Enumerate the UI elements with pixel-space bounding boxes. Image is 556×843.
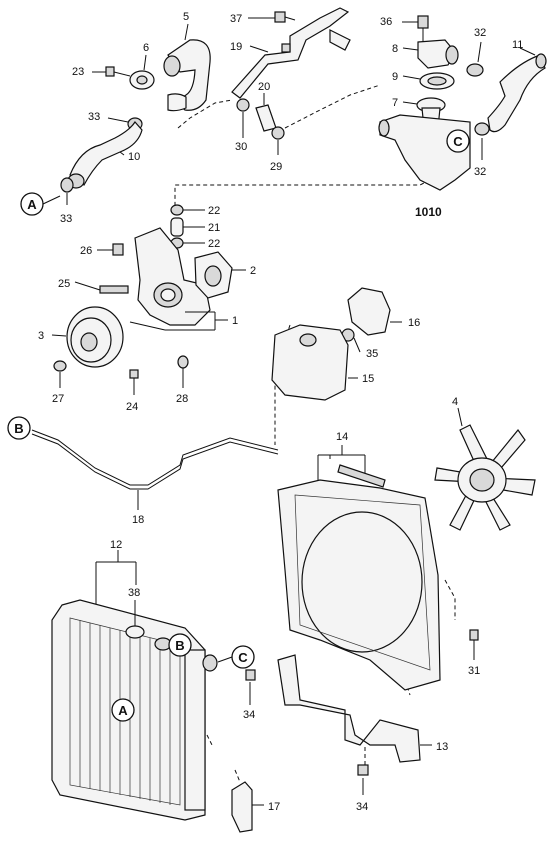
part-5-upper-radiator-hose (163, 23, 211, 112)
svg-text:A: A (27, 197, 37, 212)
callout-35: 35 (366, 348, 378, 360)
part-21-hose (170, 217, 205, 237)
part-18-overflow-hose (31, 429, 279, 510)
part-13-lower-guard (277, 654, 432, 763)
callout-2: 2 (250, 265, 256, 277)
callout-33a: 33 (88, 111, 100, 123)
callout-23: 23 (72, 66, 84, 78)
callout-34a: 34 (243, 709, 255, 721)
connector-b-bottom: B (168, 633, 192, 657)
callout-25: 25 (58, 278, 70, 290)
part-1-pointer (129, 311, 228, 331)
callout-28: 28 (176, 393, 188, 405)
svg-text:B: B (14, 421, 23, 436)
callout-18: 18 (132, 514, 144, 526)
part-9-gasket (402, 72, 455, 90)
callout-22a: 22 (208, 205, 220, 217)
fan-shroud (277, 479, 441, 691)
part-31-bolt (469, 629, 479, 660)
diagram-code-label: 1010 (415, 205, 442, 219)
callout-6: 6 (143, 42, 149, 54)
part-11-upper-hose (487, 47, 547, 133)
callout-8: 8 (392, 43, 398, 55)
part-19-bypass-pipe (231, 7, 351, 99)
callout-labels: 5 37 6 19 36 8 32 11 23 9 20 7 33 30 29 … (38, 11, 523, 813)
callout-5: 5 (183, 11, 189, 23)
part-22-clip-bottom (170, 237, 205, 249)
connector-a-bottom: A (111, 698, 135, 722)
svg-text:C: C (453, 134, 463, 149)
part-33-clamp-bottom (60, 177, 74, 205)
callout-10: 10 (128, 151, 140, 163)
callout-1: 1 (232, 315, 238, 327)
connector-a-top: A (20, 192, 61, 216)
callout-33b: 33 (60, 213, 72, 225)
connector-c-top: C (446, 129, 470, 153)
part-25-bolt (74, 281, 129, 294)
callout-9: 9 (392, 71, 398, 83)
part-32-clamp-bottom (474, 122, 490, 160)
part-8-thermostat-housing (402, 39, 459, 69)
callout-16: 16 (408, 317, 420, 329)
part-23-bolt (92, 66, 131, 77)
part-6-gasket (129, 54, 155, 90)
callout-15: 15 (362, 373, 374, 385)
part-20-hose-piece (255, 93, 277, 132)
callout-32b: 32 (474, 166, 486, 178)
callout-4: 4 (452, 396, 458, 408)
callout-32a: 32 (474, 27, 486, 39)
callout-12: 12 (110, 539, 122, 551)
part-26-bolt (97, 243, 124, 256)
callout-20: 20 (258, 81, 270, 93)
connector-c-bottom: C (217, 645, 255, 669)
callout-27: 27 (52, 393, 64, 405)
callout-17: 17 (268, 801, 280, 813)
part-2-gasket (194, 251, 246, 299)
part-34-bolt-top (245, 669, 256, 705)
callout-11: 11 (512, 39, 523, 51)
callout-22b: 22 (208, 238, 220, 250)
part-28-nut (177, 355, 189, 388)
callout-26: 26 (80, 245, 92, 257)
part-15-reservoir-tank (271, 324, 358, 401)
part-3-pulley (51, 306, 124, 368)
part-10-lower-hose (67, 120, 143, 189)
callout-34b: 34 (356, 801, 368, 813)
part-30-clip (236, 98, 250, 138)
part-16-bracket (347, 287, 402, 336)
callout-7: 7 (392, 97, 398, 109)
connector-b-top: B (7, 416, 31, 440)
callout-37: 37 (230, 13, 242, 25)
part-22-clip-top (170, 204, 205, 216)
part-32-clamp-top (466, 41, 484, 77)
part-29-clip (271, 126, 285, 155)
thermostat-housing-body (378, 114, 471, 191)
callout-21: 21 (208, 222, 220, 234)
part-38-radiator-cap (125, 600, 145, 639)
callout-14: 14 (336, 431, 348, 443)
radiator-core-fins (79, 620, 171, 805)
water-pump-body (134, 227, 211, 326)
part-17-guard (231, 781, 264, 833)
svg-text:C: C (238, 650, 248, 665)
part-36-bolt (402, 15, 429, 42)
part-4-cooling-fan (434, 407, 536, 531)
callout-13: 13 (436, 741, 448, 753)
svg-text:A: A (118, 703, 128, 718)
svg-text:B: B (175, 638, 184, 653)
callout-36: 36 (380, 16, 392, 28)
callout-3: 3 (38, 330, 44, 342)
callout-24: 24 (126, 401, 138, 413)
callout-19: 19 (230, 41, 242, 53)
callout-38: 38 (128, 587, 140, 599)
callout-29: 29 (270, 161, 282, 173)
part-34-bolt-bottom (357, 764, 369, 795)
part-37-bolt (248, 11, 296, 23)
part-24-bolt (129, 369, 139, 395)
part-14-seal-strip (317, 445, 386, 495)
callout-31: 31 (468, 665, 480, 677)
callout-30: 30 (235, 141, 247, 153)
part-27-nut (53, 360, 67, 388)
